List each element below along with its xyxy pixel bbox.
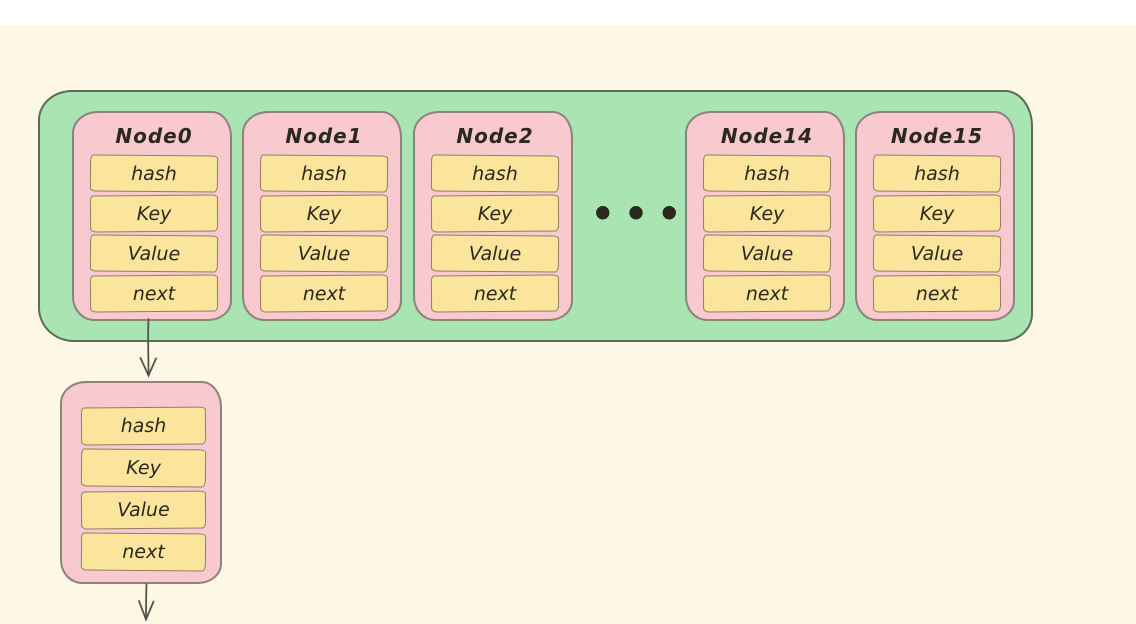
field-row-key: Key bbox=[80, 448, 207, 488]
node-card-node0: Node0 hash Key Value next bbox=[72, 111, 232, 321]
field-row-hash: hash bbox=[702, 154, 832, 193]
field-row-value: Value bbox=[702, 234, 832, 273]
node-title: Node15 bbox=[890, 124, 984, 148]
field-row-next: next bbox=[702, 274, 832, 313]
node-card-node15: Node15 hash Key Value next bbox=[855, 111, 1015, 321]
field-row-value: Value bbox=[430, 234, 560, 273]
field-row-next: next bbox=[259, 274, 389, 313]
arrow-head bbox=[139, 357, 157, 378]
node-card-node2: Node2 hash Key Value next bbox=[413, 111, 573, 321]
arrow-shaft bbox=[145, 583, 148, 618]
field-row-hash: hash bbox=[872, 154, 1002, 193]
ellipsis-dots: ••• bbox=[590, 192, 691, 236]
node-card-node14: Node14 hash Key Value next bbox=[685, 111, 845, 321]
arrow-head bbox=[138, 600, 155, 622]
field-row-hash: hash bbox=[80, 406, 207, 446]
field-row-hash: hash bbox=[259, 154, 389, 193]
field-row-value: Value bbox=[89, 234, 219, 273]
field-row-value: Value bbox=[80, 490, 207, 530]
field-row-key: Key bbox=[702, 194, 832, 233]
field-row-value: Value bbox=[259, 234, 389, 273]
top-white-strip bbox=[0, 0, 1136, 25]
arrow-chained-down bbox=[138, 583, 155, 622]
node-title: Node0 bbox=[115, 124, 193, 148]
field-row-key: Key bbox=[430, 194, 560, 233]
node-title: Node1 bbox=[285, 124, 363, 148]
field-row-hash: hash bbox=[430, 154, 560, 193]
field-row-value: Value bbox=[872, 234, 1002, 273]
node-card-node1: Node1 hash Key Value next bbox=[242, 111, 402, 321]
hash-bucket-array: Node0 hash Key Value next Node1 hash Key… bbox=[38, 90, 1033, 342]
field-row-key: Key bbox=[259, 194, 389, 233]
field-row-next: next bbox=[89, 274, 219, 313]
field-row-next: next bbox=[872, 274, 1002, 313]
field-row-next: next bbox=[430, 274, 560, 313]
field-row-next: next bbox=[80, 532, 207, 572]
field-row-key: Key bbox=[872, 194, 1002, 233]
field-row-hash: hash bbox=[89, 154, 219, 193]
field-row-key: Key bbox=[89, 194, 219, 233]
node-title: Node2 bbox=[456, 124, 534, 148]
chained-node-card: hash Key Value next bbox=[60, 381, 222, 584]
node-title: Node14 bbox=[720, 124, 814, 148]
